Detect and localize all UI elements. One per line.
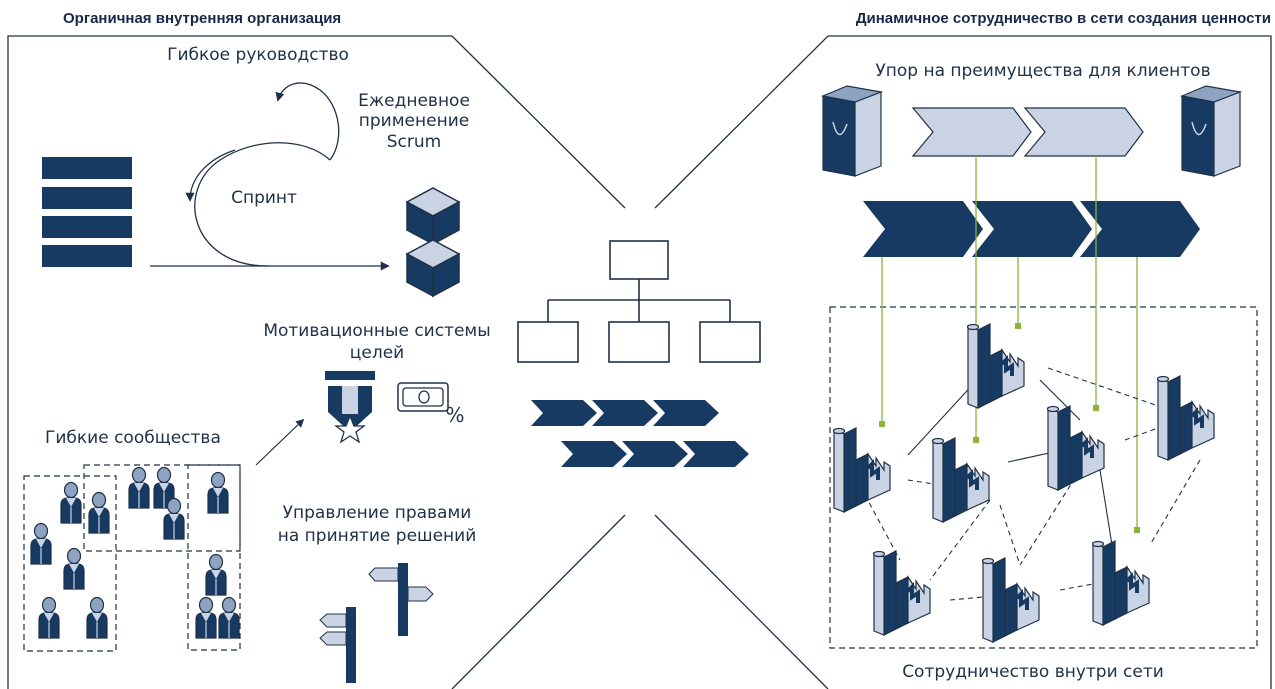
medal-icon	[325, 371, 375, 444]
person-icon	[205, 553, 227, 596]
communities-label: Гибкие сообщества	[45, 428, 221, 448]
factory-icon	[930, 436, 991, 524]
person-icon	[195, 596, 217, 639]
person-icon	[88, 491, 110, 534]
customer-value-chevrons	[912, 107, 1144, 157]
person-icon	[86, 596, 108, 639]
shopping-bag-icon	[822, 85, 1241, 177]
person-icon	[63, 547, 85, 590]
factory-icon	[871, 549, 932, 637]
network-collab-label: Сотрудничество внутри сети	[902, 662, 1164, 682]
factory-icon	[1155, 374, 1216, 462]
svg-text:Управление правами: Управление правами	[283, 503, 472, 523]
svg-text:Scrum: Scrum	[387, 132, 441, 152]
org-chart-icon	[517, 240, 761, 363]
communities-arrow	[255, 418, 305, 466]
person-icon	[60, 481, 82, 524]
motivation-label: Мотивационные системы целей	[263, 321, 490, 363]
person-icon	[163, 497, 185, 540]
process-arrows-icon	[531, 400, 749, 467]
svg-text:на принятие решений: на принятие решений	[278, 526, 477, 546]
frame-lines	[7, 35, 1272, 689]
factory-icon	[965, 322, 1026, 410]
factory-icon	[1090, 539, 1151, 627]
network-box	[829, 306, 1258, 649]
person-icon	[38, 596, 60, 639]
person-icon	[207, 471, 229, 514]
svg-text:применение: применение	[359, 111, 469, 131]
daily-scrum-label: Ежедневное применение Scrum	[358, 91, 470, 152]
money-percent-icon: % %	[397, 382, 465, 427]
customer-focus-label: Упор на преимущества для клиентов	[875, 61, 1210, 81]
factory-icon	[980, 556, 1041, 644]
factory-icon	[831, 426, 892, 514]
factory-icon	[1045, 404, 1106, 492]
svg-text:целей: целей	[350, 343, 404, 363]
decision-rights-label: Управление правами на принятие решений	[278, 503, 477, 546]
agile-leadership-label: Гибкое руководство	[167, 45, 349, 65]
signpost-icon	[319, 563, 434, 683]
svg-text:%: %	[445, 403, 464, 427]
left-section-title: Органичная внутренняя организация	[63, 10, 341, 27]
backlog-list-icon	[42, 157, 132, 267]
svg-text:Ежедневное: Ежедневное	[358, 91, 470, 111]
person-icon	[30, 522, 52, 565]
people-group	[30, 466, 240, 639]
scrum-cycle-icon	[150, 82, 390, 271]
svg-text:Мотивационные системы: Мотивационные системы	[263, 321, 490, 341]
person-icon	[128, 466, 150, 509]
right-section-title: Динамичное сотрудничество в сети создани…	[856, 10, 1271, 27]
product-increment-cubes-icon	[406, 187, 460, 297]
value-chain-chevrons	[863, 201, 1200, 257]
sprint-label: Спринт	[231, 188, 297, 208]
community-boxes	[23, 464, 241, 652]
factory-network	[831, 322, 1216, 644]
person-icon	[218, 596, 240, 639]
network-links	[864, 367, 1201, 601]
